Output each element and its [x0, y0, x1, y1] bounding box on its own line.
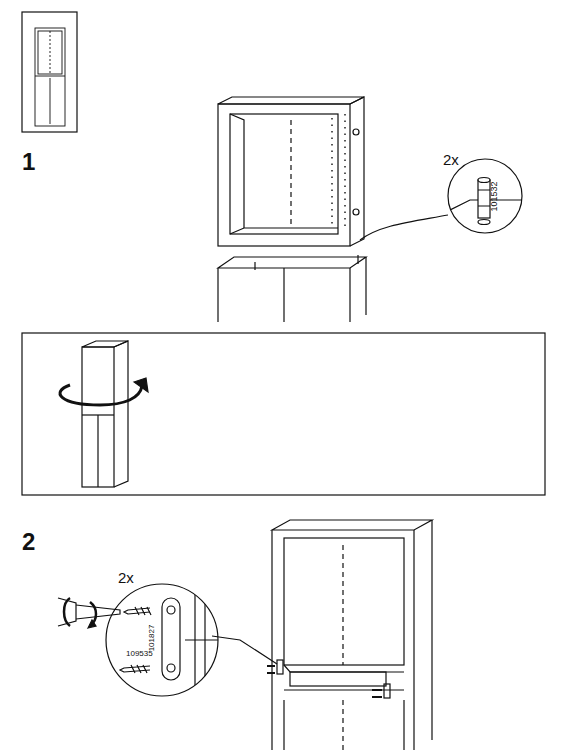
rotate-arrowhead — [134, 378, 148, 392]
part-number: 101532 — [489, 181, 498, 211]
part-number: 109535 — [126, 650, 153, 658]
leader-line — [360, 215, 448, 240]
overview-frame — [22, 12, 77, 132]
quantity-label: 2x — [443, 152, 459, 167]
tall-cabinet — [267, 520, 432, 750]
note-panel — [22, 333, 545, 495]
base-cabinet — [218, 255, 366, 322]
tall-cabinet-rotate — [82, 341, 128, 487]
part-number: 101827 — [148, 625, 156, 652]
dowel-detail — [440, 178, 535, 225]
leader-line — [212, 636, 277, 664]
detail-circle — [448, 159, 522, 233]
overview-cabinet — [35, 28, 65, 126]
step-number: 1 — [22, 150, 35, 174]
wall-cabinet — [218, 97, 364, 246]
connector-plate-detail — [120, 580, 230, 700]
step-number: 2 — [22, 530, 35, 554]
quantity-label: 2x — [118, 570, 134, 585]
rotate-arrow — [60, 385, 142, 405]
screwdriver — [58, 598, 120, 628]
